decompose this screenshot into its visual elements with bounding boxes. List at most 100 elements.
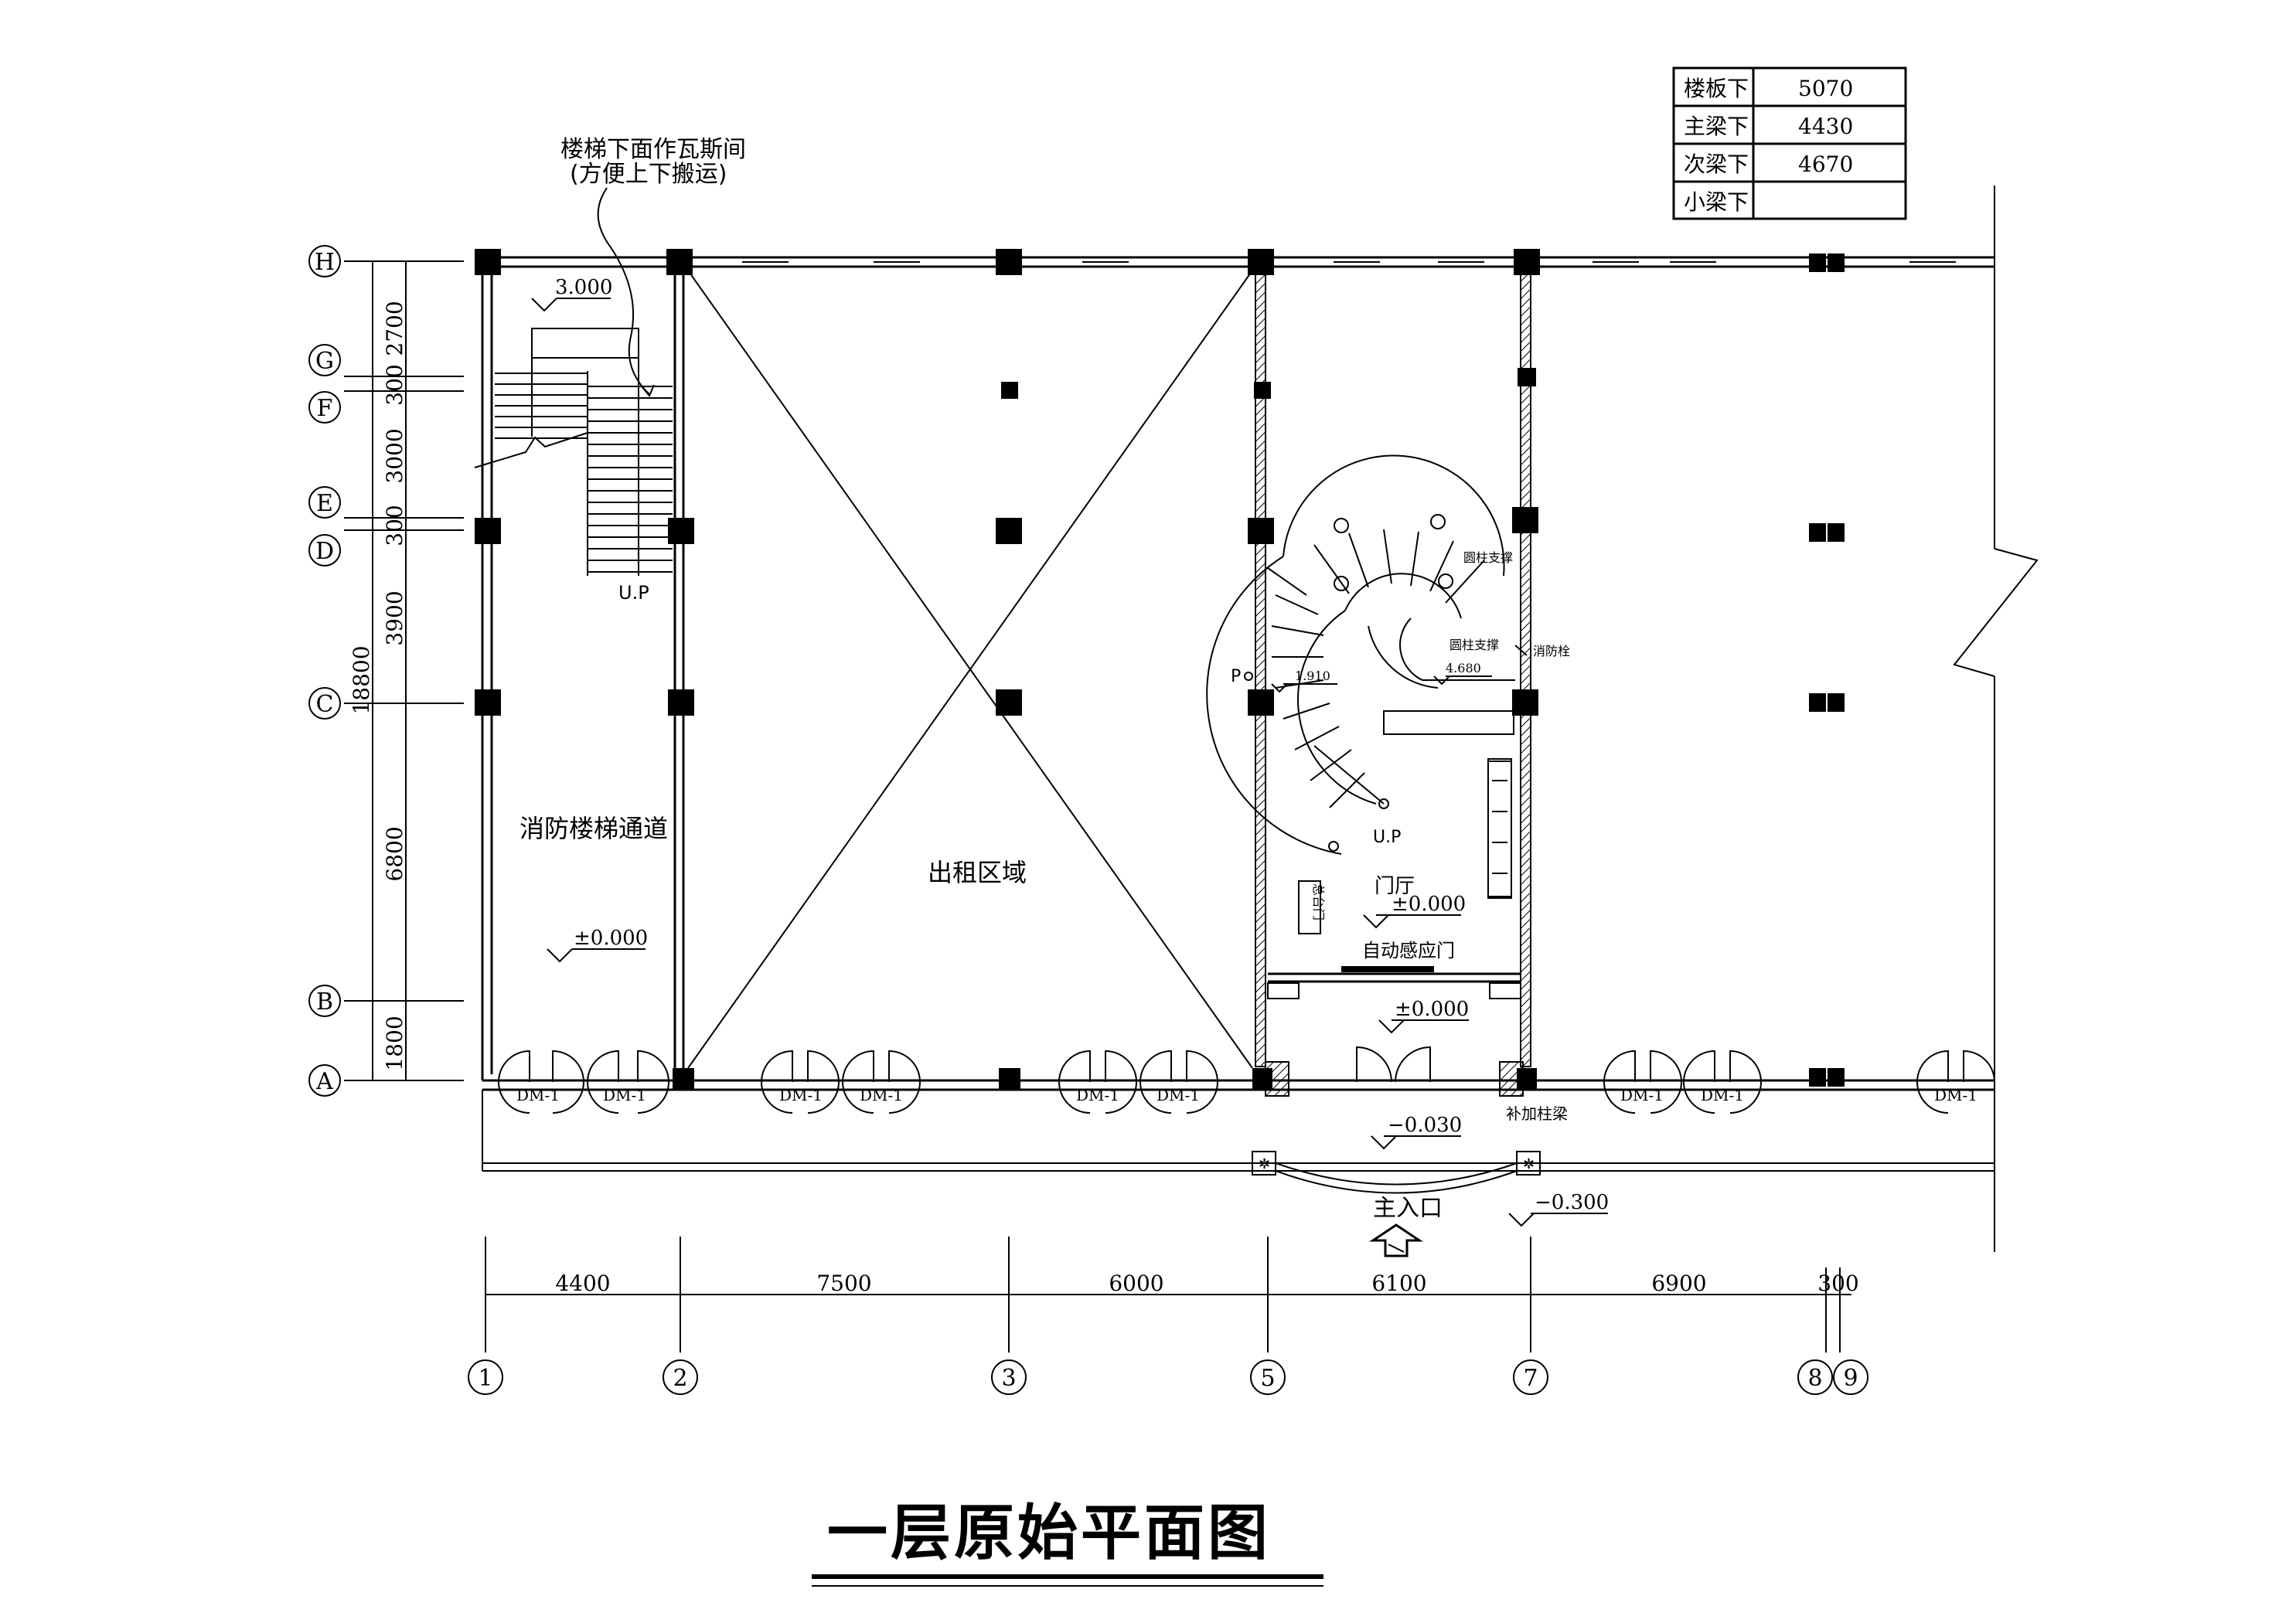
column-dimension-chain: 4400 7500 6000 6100 6900 300 bbox=[485, 1237, 1859, 1352]
column-axis-bubbles: 1 2 3 5 7 8 9 bbox=[468, 1359, 1868, 1395]
col-dim-5: 6900 bbox=[1651, 1271, 1706, 1296]
col-dim-3: 6000 bbox=[1109, 1271, 1163, 1296]
elev-outside: −0.300 bbox=[1508, 1191, 1609, 1227]
row-dim-2: 300 bbox=[382, 364, 407, 405]
door-dm1-9-label: DM-1 bbox=[1934, 1086, 1977, 1104]
reception-label: 总台门 bbox=[1311, 883, 1326, 920]
fire-stair-label: 消防楼梯通道 bbox=[519, 814, 668, 843]
col-axis-5: 5 bbox=[1260, 1365, 1275, 1392]
height-table: 楼板下 5070 主梁下 4430 次梁下 4670 小梁下 bbox=[1672, 66, 1907, 220]
door-dm1-5-label: DM-1 bbox=[1076, 1086, 1119, 1104]
entrance-canopy: ✲ ✲ bbox=[1252, 1151, 1541, 1194]
main-entrance-doors bbox=[1265, 1046, 1524, 1097]
door-dm1-2: DM-1 bbox=[587, 1050, 669, 1114]
row-dim-5: 3900 bbox=[382, 590, 407, 645]
height-row-4-label: 小梁下 bbox=[1684, 189, 1749, 215]
row-dim-4: 300 bbox=[382, 505, 407, 546]
elev-spiral-high: 4.680 bbox=[1446, 661, 1481, 675]
annotation-line-2: (方便上下搬运) bbox=[570, 161, 727, 188]
rental-area-label: 出租区域 bbox=[928, 858, 1027, 887]
row-axis-bubbles: H G F E D C B A bbox=[308, 245, 341, 1097]
row-axis-g: G bbox=[315, 348, 334, 375]
entrance-arrow-icon bbox=[1369, 1223, 1423, 1257]
drawing-title: 一层原始平面图 bbox=[812, 1499, 1323, 1587]
auto-door-label: 自动感应门 bbox=[1362, 940, 1455, 961]
door-dm1-7-label: DM-1 bbox=[1620, 1086, 1664, 1104]
col-axis-8: 8 bbox=[1807, 1365, 1822, 1392]
row-dim-total: 18800 bbox=[349, 645, 374, 714]
fire-stair: U.P 3.000 bbox=[474, 276, 673, 604]
drawing-title-text: 一层原始平面图 bbox=[827, 1499, 1271, 1568]
fire-stair-up-label: U.P bbox=[618, 582, 649, 604]
row-axis-b: B bbox=[316, 988, 333, 1016]
door-dm1-7: DM-1 bbox=[1603, 1050, 1682, 1114]
spiral-stair-up-label: U.P bbox=[1373, 828, 1401, 847]
svg-text:✲: ✲ bbox=[1523, 1156, 1535, 1172]
height-row-2-value: 4430 bbox=[1798, 114, 1853, 139]
door-dm1-8-label: DM-1 bbox=[1701, 1086, 1744, 1104]
elev-fire-floor-text: ±0.000 bbox=[574, 927, 648, 950]
auto-door bbox=[1267, 966, 1521, 999]
row-dim-7: 1800 bbox=[382, 1016, 407, 1070]
col-axis-1: 1 bbox=[478, 1365, 492, 1392]
elev-spiral-low: 1.910 bbox=[1295, 669, 1330, 683]
main-entrance-label: 主入口 bbox=[1373, 1195, 1443, 1222]
elev-vestibule: ±0.000 bbox=[1378, 998, 1469, 1034]
height-row-3-value: 4670 bbox=[1798, 151, 1853, 177]
row-axis-f: F bbox=[317, 395, 333, 422]
reception-desk: 总台门 bbox=[1298, 880, 1326, 934]
elev-lobby: ±0.000 bbox=[1363, 893, 1466, 929]
fire-hydrant-note: 消防栓 bbox=[1533, 644, 1570, 658]
row-dim-6: 6800 bbox=[382, 826, 407, 881]
elev-fire-floor: ±0.000 bbox=[547, 927, 648, 963]
door-dm1-3-label: DM-1 bbox=[779, 1086, 823, 1104]
col-axis-9: 9 bbox=[1843, 1365, 1858, 1392]
height-row-3-label: 次梁下 bbox=[1684, 151, 1749, 177]
height-row-2-label: 主梁下 bbox=[1684, 114, 1749, 139]
lobby-small-notes: 圆柱支撑 圆柱支撑 消防栓 P bbox=[1231, 550, 1570, 686]
lobby-sofa bbox=[1487, 760, 1512, 897]
row-dim-3: 3000 bbox=[382, 428, 407, 483]
p-mark: P bbox=[1231, 667, 1241, 686]
round-column-note-2: 圆柱支撑 bbox=[1449, 638, 1499, 652]
row-axis-c: C bbox=[316, 691, 334, 718]
door-dm1-2-label: DM-1 bbox=[603, 1086, 646, 1104]
col-dim-4: 6100 bbox=[1371, 1271, 1426, 1296]
svg-text:✲: ✲ bbox=[1259, 1156, 1270, 1172]
col-dim-1: 4400 bbox=[555, 1271, 610, 1296]
elev-outside-text: −0.300 bbox=[1535, 1191, 1609, 1214]
col-axis-7: 7 bbox=[1523, 1365, 1538, 1392]
door-dm1-1: DM-1 bbox=[498, 1050, 584, 1114]
door-dm1-6-label: DM-1 bbox=[1157, 1086, 1200, 1104]
height-row-1-label: 楼板下 bbox=[1684, 76, 1749, 101]
storefront-doors: DM-1 DM-1 DM-1 DM-1 DM-1 bbox=[498, 1050, 1995, 1114]
door-dm1-4: DM-1 bbox=[842, 1050, 921, 1114]
lobby-label: 门厅 bbox=[1375, 875, 1415, 898]
row-axis-h: H bbox=[315, 249, 335, 276]
door-dm1-6: DM-1 bbox=[1139, 1050, 1218, 1114]
round-column-note-1: 圆柱支撑 bbox=[1463, 550, 1513, 565]
row-axis-d: D bbox=[315, 538, 334, 565]
door-dm1-3: DM-1 bbox=[761, 1050, 840, 1114]
row-axis-a: A bbox=[315, 1068, 333, 1095]
building-walls bbox=[481, 185, 2039, 1252]
structural-columns bbox=[475, 249, 1845, 1090]
elev-lobby-text: ±0.000 bbox=[1392, 893, 1466, 916]
col-axis-2: 2 bbox=[673, 1365, 687, 1392]
rental-area: 出租区域 bbox=[687, 270, 1253, 1069]
door-dm1-4-label: DM-1 bbox=[860, 1086, 903, 1104]
elev-stair-top: 3.000 bbox=[555, 276, 612, 299]
door-dm1-1-label: DM-1 bbox=[516, 1086, 560, 1104]
col-dim-6: 300 bbox=[1817, 1271, 1858, 1296]
spiral-elevations: 1.910 4.680 bbox=[1271, 661, 1492, 693]
elev-entry-step: −0.030 bbox=[1371, 1114, 1462, 1150]
col-axis-3: 3 bbox=[1001, 1365, 1016, 1392]
annotation-line-1: 楼梯下面作瓦斯间 bbox=[560, 136, 746, 163]
door-dm1-5: DM-1 bbox=[1058, 1050, 1137, 1114]
row-axis-e: E bbox=[316, 490, 333, 517]
col-dim-2: 7500 bbox=[816, 1271, 871, 1296]
door-dm1-9: DM-1 bbox=[1916, 1050, 1995, 1114]
added-column-label: 补加柱梁 bbox=[1506, 1104, 1568, 1123]
height-row-1-value: 5070 bbox=[1798, 76, 1853, 101]
